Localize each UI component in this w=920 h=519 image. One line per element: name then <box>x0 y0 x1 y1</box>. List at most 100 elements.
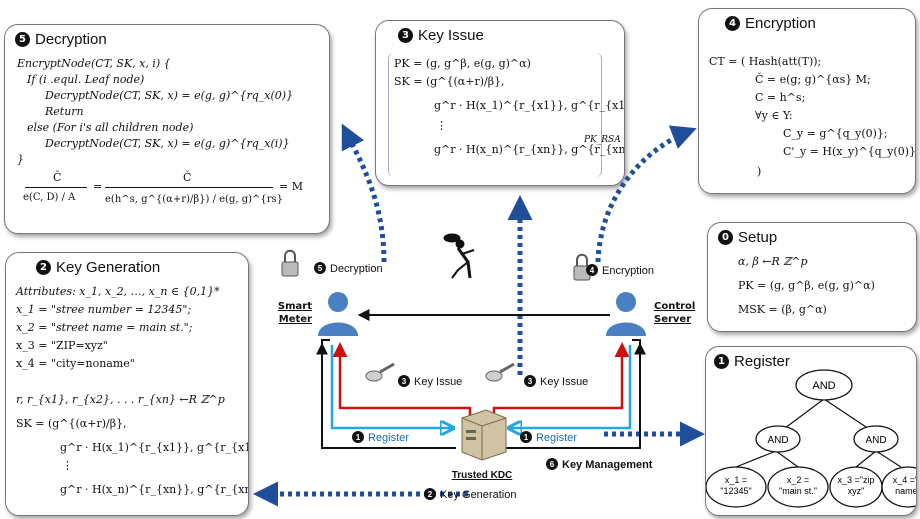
key-issue-sk-4: g^r · H(x_n)^{r_{xn}}, g^{r_{xn}}) <box>434 143 625 156</box>
decrypt-line-6: DecryptNode(CT, SK, x) = e(g, g)^{rq_x(i… <box>45 137 290 150</box>
key-management-label: Key Management <box>562 459 653 471</box>
setup-line-1: α, β ←R ℤ^p <box>738 255 808 268</box>
kg-line-9: ⋮ <box>62 459 73 472</box>
tree-root-node <box>795 369 853 401</box>
key-issue-panel: 3 Key Issue PK = (g, g^β, e(g, g)^α) SK … <box>375 20 625 186</box>
key-issue-panel-title: 3 Key Issue <box>398 27 484 44</box>
enc-line-1: CT = ( Hash(att(T)); <box>709 55 822 68</box>
enc-line-5: C_y = g^{q_y(0)}; <box>783 127 888 140</box>
arrow-to-encryption <box>595 125 697 263</box>
cyan-path-right <box>510 345 632 428</box>
tree-right-label: AND <box>865 435 886 446</box>
cyan-path-left <box>330 345 452 428</box>
flow-badge-2: 2 <box>428 490 433 499</box>
key-generation-panel-title: 2 Key Generation <box>36 259 160 276</box>
decrypt-line-4: Return <box>45 105 84 118</box>
step-3-badge: 3 <box>398 28 413 43</box>
key-issue-sk-2: g^r · H(x_1)^{r_{x1}}, g^{r_{x1}}, <box>434 99 625 112</box>
kg-line-6: r, r_{x1}, r_{x2}, . . . r_{xn} ←R ℤ^p <box>16 393 225 406</box>
frac-result: = M <box>279 180 303 193</box>
trusted-kdc-label: Trusted KDC <box>452 470 513 481</box>
smart-meter-label: Smart Meter <box>277 301 312 325</box>
kg-line-10: g^r · H(x_n)^{r_{xn}}, g^{r_{xn}}) <box>60 483 249 496</box>
step-2-badge: 2 <box>36 260 51 275</box>
step-1-badge: 1 <box>714 354 729 369</box>
decryption-panel: 5 Decryption EncryptNode(CT, SK, x, i) {… <box>4 24 330 234</box>
red-path-left <box>332 342 472 420</box>
flow-badges: 5 4 3 3 1 1 6 2 <box>314 262 598 500</box>
control-server-user-icon <box>606 292 646 336</box>
kg-line-8: g^r · H(x_1)^{r_{x1}}, g^{r_{x1}}, <box>60 441 249 454</box>
tree-right-node <box>853 425 899 453</box>
tree-leaf-4-label: x_4 ="nname" <box>893 475 917 496</box>
key-issue-sk-1: SK = (g^{(α+r)/β}, <box>394 75 505 88</box>
flow-badge-6: 6 <box>550 460 555 469</box>
key-generation-flow-label: Key Generation <box>440 489 516 501</box>
kg-line-1: Attributes: x_1, x_2, …, x_n ∈ {0,1}* <box>16 285 220 298</box>
key-issue-sk-3: ⋮ <box>436 119 447 132</box>
flow-badge-3a: 3 <box>402 377 407 386</box>
encryption-panel-title: 4 Encryption <box>725 15 816 32</box>
setup-line-2: PK = (g, g^β, e(g, g)^α) <box>738 279 875 292</box>
key-icon-right <box>485 362 515 382</box>
key-issue-bracket <box>388 53 602 177</box>
kg-line-4: x_3 = "ZIP=xyz" <box>16 339 108 352</box>
flow-badge-4: 4 <box>590 266 595 275</box>
tree-leaf-2-label: x_2 ="main st." <box>779 475 817 496</box>
tree-root-label: AND <box>812 380 835 392</box>
tree-leaf-1 <box>706 466 767 508</box>
kg-line-5: x_4 = "city=noname" <box>16 357 135 370</box>
lock-icon-encryption <box>573 253 591 281</box>
step-0-badge: 0 <box>718 230 733 245</box>
tree-leaf-1-label: x_1 ="12345" <box>720 475 751 496</box>
decryption-panel-title: 5 Decryption <box>15 31 107 48</box>
arrow-to-decryption <box>341 123 387 263</box>
frac-rhs-bar <box>105 187 273 188</box>
tree-leaf-2 <box>767 466 829 508</box>
register-right-label: Register <box>536 432 577 444</box>
decrypt-line-3: DecryptNode(CT, SK, x) = e(g, g)^{rq_x(0… <box>45 89 294 102</box>
control-server-label: Control Server <box>654 301 696 325</box>
decrypt-line-1: EncryptNode(CT, SK, x, i) { <box>17 57 171 70</box>
attacker-figure-icon <box>443 233 475 279</box>
register-left-label: Register <box>368 432 409 444</box>
key-issue-right-label: Key Issue <box>540 376 588 388</box>
encryption-panel: 4 Encryption CT = ( Hash(att(T)); Č = e(… <box>698 8 916 194</box>
register-panel: 1 Register AND AND AND x_1 ="12345" x_2 … <box>705 346 917 516</box>
setup-line-3: MSK = (β, g^α) <box>738 303 827 316</box>
frac-lhs-bar <box>25 187 87 188</box>
flow-badge-1a: 1 <box>356 433 361 442</box>
decrypt-line-7: } <box>17 153 24 166</box>
flow-badge-1b: 1 <box>524 433 529 442</box>
setup-panel-title: 0 Setup <box>718 229 777 246</box>
key-issue-left-label: Key Issue <box>414 376 462 388</box>
step-5-badge: 5 <box>15 32 30 47</box>
flow-badge-5: 5 <box>318 264 323 273</box>
server-icon <box>461 409 507 461</box>
frac-rhs-den: e(h^s, g^{(α+r)/β}) / e(g, g)^{rs} <box>105 194 284 205</box>
kg-line-7: SK = (g^{(α+r)/β}, <box>16 417 127 430</box>
encryption-flow-label: Encryption <box>602 265 654 277</box>
enc-line-4: ∀y ∈ Y: <box>755 109 793 122</box>
tree-leaf-4 <box>881 466 916 508</box>
enc-line-3: C = h^s; <box>755 91 806 104</box>
enc-line-7: ) <box>757 165 762 178</box>
frac-rhs-num: Č <box>183 171 192 184</box>
key-icon-left <box>365 362 395 382</box>
access-tree: AND AND AND x_1 ="12345" x_2 ="main st."… <box>706 369 917 508</box>
lock-icon-decryption <box>281 249 299 277</box>
frac-equals: = <box>93 180 103 193</box>
smart-meter-user-icon <box>318 292 358 336</box>
tree-left-node <box>755 425 801 453</box>
enc-line-2: Č = e(g; g)^{αs} M; <box>755 73 871 86</box>
flow-badge-3b: 3 <box>528 377 533 386</box>
kg-line-2: x_1 = "stree number = 12345"; <box>16 303 192 316</box>
decryption-flow-label: Decryption <box>330 263 383 275</box>
enc-line-6: C'_y = H(x_y)^{q_y(0)} <box>783 145 916 158</box>
frac-lhs-den: e(C, D) / A <box>23 192 76 203</box>
tree-left-label: AND <box>767 435 788 446</box>
register-panel-title: 1 Register <box>714 353 790 370</box>
step-4-badge: 4 <box>725 16 740 31</box>
